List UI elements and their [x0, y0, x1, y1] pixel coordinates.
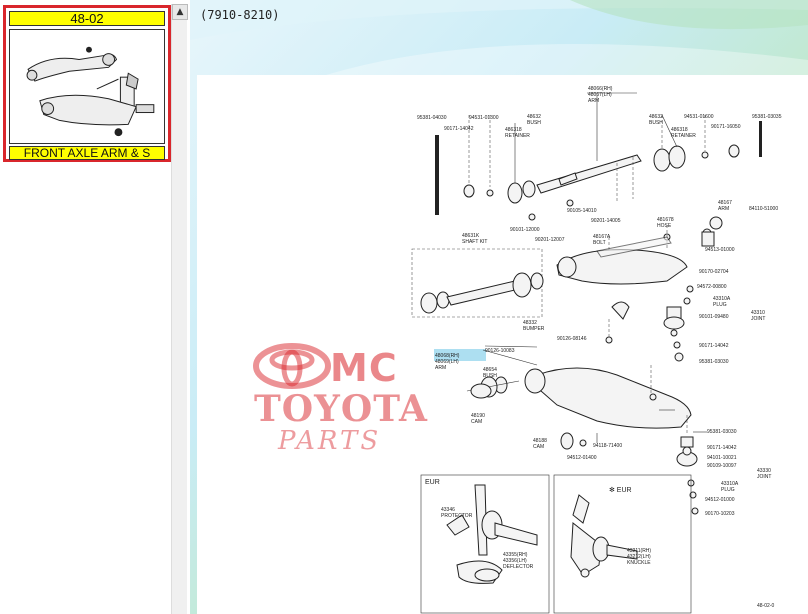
label-90101-09480: 90101-09480	[699, 314, 729, 320]
label-95381-03035: 95381-03035	[752, 114, 782, 120]
label-90126-08146: 90126-08146	[557, 336, 587, 342]
label-joint-b: JOINT	[757, 474, 771, 480]
label-43310a: 43310A	[713, 296, 731, 302]
label-90109-10097: 90109-10097	[707, 463, 737, 469]
label-90105-14010: 90105-14010	[567, 208, 597, 214]
label-48069: 48069(LH)	[435, 359, 459, 365]
label-90201-14005: 90201-14005	[591, 218, 621, 224]
label-43212: 43212(LH)	[627, 554, 651, 560]
label-95381-03030-d: 95381-03030	[707, 429, 737, 435]
label-plug-a: PLUG	[713, 302, 727, 308]
label-retainer-a: RETAINER	[505, 133, 530, 139]
label-94118-71400: 94118-71400	[593, 443, 622, 449]
label-84110-51000: 84110-51000	[749, 206, 778, 212]
label-48066: 48066(RH)	[588, 86, 613, 92]
label-48631k: 48631K	[462, 233, 480, 239]
label-94512-01000: 94512-01000	[705, 497, 735, 503]
thumbnail-title: FRONT AXLE ARM & S	[9, 146, 165, 160]
label-arm-48167: ARM	[718, 206, 729, 212]
label-94512-01400: 94512-01400	[567, 455, 597, 461]
parts-diagram: 48066(RH) 48067(LH) ARM 95381-04030 9453…	[411, 86, 782, 614]
label-cam-b: CAM	[533, 444, 544, 450]
banner-decoration	[190, 0, 808, 80]
label-90170-02704: 90170-02704	[699, 269, 729, 275]
label-90171-16050: 90171-16050	[711, 124, 741, 130]
upper-arm-assembly	[435, 95, 762, 285]
label-481678: 481678	[657, 217, 674, 223]
part-labels: 48066(RH) 48067(LH) ARM 95381-04030 9453…	[417, 86, 782, 609]
eur-protector-box	[420, 474, 550, 614]
sidebar-scrollbar[interactable]: ▲	[171, 4, 188, 614]
label-48167a: 48167A	[593, 234, 611, 240]
bumper-and-joint	[605, 285, 694, 362]
label-plug-b: PLUG	[721, 487, 735, 493]
label-bush-c: BUSH	[483, 373, 497, 379]
label-cam-a: CAM	[471, 419, 482, 425]
label-90101-12000: 90101-12000	[510, 227, 540, 233]
label-bumper: BUMPER	[523, 326, 545, 332]
label-protector: PROTECTOR	[441, 513, 473, 519]
eur-knuckle-box	[553, 474, 692, 614]
label-90171-14042-c: 90171-14042	[699, 343, 729, 349]
label-94513-01000: 94513-01000	[705, 247, 735, 253]
label-knuckle: KNUCKLE	[627, 560, 651, 566]
label-48068: 48068(RH)	[435, 353, 460, 359]
label-94531-01600: 94531-01600	[684, 114, 714, 120]
label-486318-b: 486318	[671, 127, 688, 133]
thumbnail-image	[9, 29, 165, 144]
label-48188: 48188	[533, 438, 547, 444]
label-43355: 43355(RH)	[503, 552, 528, 558]
label-43356: 43356(LH)	[503, 558, 527, 564]
label-48332: 48332	[523, 320, 537, 326]
shaft-kit-box	[411, 248, 544, 318]
year-range-label: (7910-8210)	[200, 8, 280, 22]
label-90170-10203: 90170-10203	[705, 511, 735, 517]
label-retainer-b: RETAINER	[671, 133, 696, 139]
label-diagram-ref: 48-02-0	[757, 603, 774, 609]
scroll-up-button[interactable]: ▲	[172, 4, 188, 20]
leader-lines	[482, 92, 707, 443]
label-48067: 48067(LH)	[588, 92, 612, 98]
label-bush-b: BUSH	[649, 120, 663, 126]
label-48167: 48167	[718, 200, 732, 206]
label-48632-a: 48632	[527, 114, 541, 120]
label-94572-00800: 94572-00800	[697, 284, 727, 290]
sidebar: 48-02 FRONT AXLE ARM & S ▲	[0, 0, 190, 614]
label-90171-14042-d: 90171-14042	[707, 445, 737, 451]
label-95381-03030-c: 95381-03030	[699, 359, 729, 365]
label-deflector: DEFLECTOR	[503, 564, 534, 570]
label-43330: 43330	[757, 468, 771, 474]
label-486318-a: 486318	[505, 127, 522, 133]
label-eur-b: ✻ EUR	[609, 486, 632, 494]
label-90171-14042-a: 90171-14042	[444, 126, 474, 132]
label-94531-01300: 94531-01300	[469, 115, 499, 121]
label-94101-10021: 94101-10021	[707, 455, 737, 461]
label-43310: 43310	[751, 310, 765, 316]
label-95381-04030: 95381-04030	[417, 115, 447, 121]
label-43211: 43211(RH)	[627, 548, 651, 554]
label-bush-a: BUSH	[527, 120, 541, 126]
label-43346: 43346	[441, 507, 455, 513]
label-bolt: BOLT	[593, 240, 606, 246]
label-joint-a: JOINT	[751, 316, 765, 322]
label-48654: 48654	[483, 367, 497, 373]
label-48190: 48190	[471, 413, 485, 419]
label-shaft-kit: SHAFT KIT	[462, 239, 487, 245]
label-hose: HOSE	[657, 223, 672, 229]
selected-part-highlight	[434, 349, 486, 361]
label-43310a-b: 43310A	[721, 481, 739, 487]
label-arm-upper: ARM	[588, 98, 599, 104]
label-arm-lower: ARM	[435, 365, 446, 371]
lower-arm-assembly	[466, 365, 699, 515]
label-90126-10083: 90126-10083	[485, 348, 515, 354]
thumbnail-code: 48-02	[9, 11, 165, 26]
label-90201-12007: 90201-12007	[535, 237, 565, 243]
label-48632-b: 48632	[649, 114, 663, 120]
label-eur-a: EUR	[425, 479, 440, 486]
diagram-thumbnail[interactable]: 48-02 FRONT AXLE ARM & S	[3, 5, 171, 162]
